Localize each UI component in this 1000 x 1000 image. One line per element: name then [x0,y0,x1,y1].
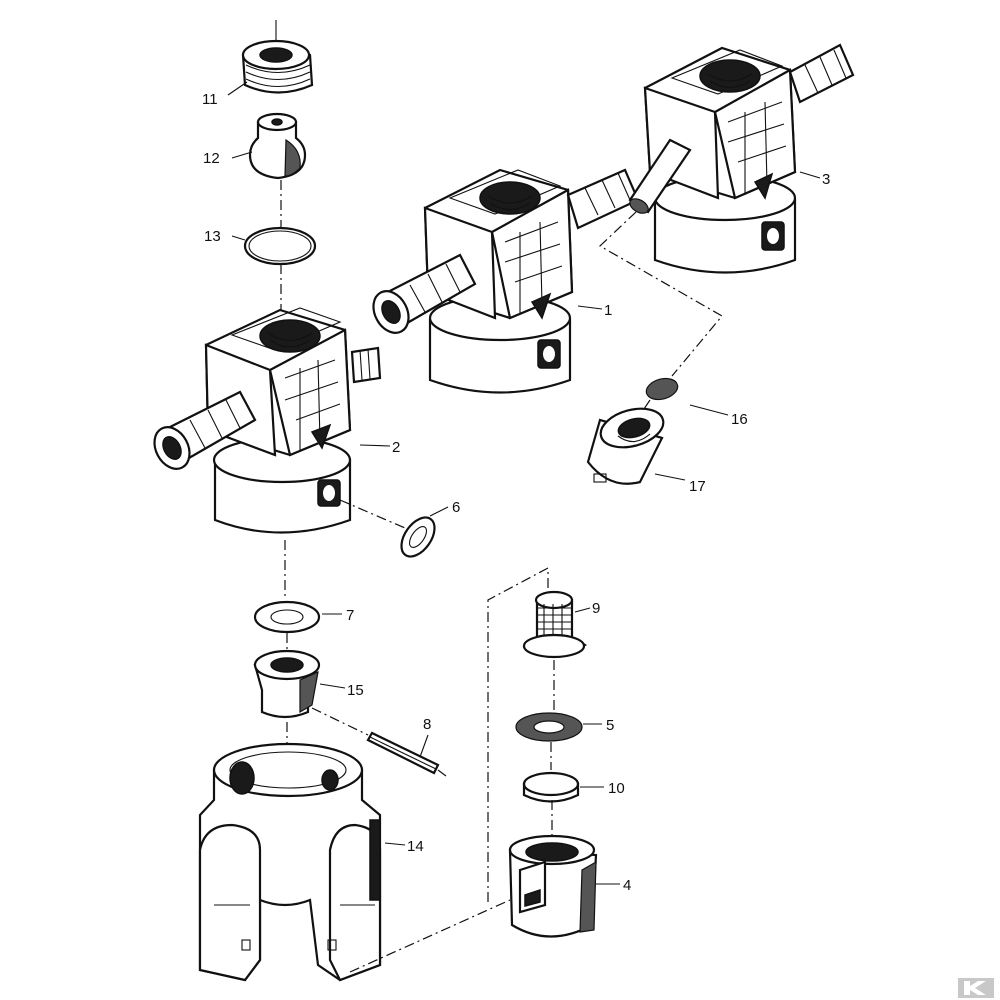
brand-logo-mark [958,978,994,998]
part-1-nozzle-body [372,168,640,394]
label-13: 13 [204,228,221,245]
label-4: 4 [623,877,631,894]
part-12-nozzle-insert [248,112,307,180]
part-17-threaded-cap [586,407,665,485]
part-11-threaded-cap [241,20,314,94]
label-9: 9 [592,600,600,617]
label-10: 10 [608,780,625,797]
label-14: 14 [407,838,424,855]
part-7-ring [253,600,321,634]
label-1: 1 [604,302,612,319]
label-17: 17 [689,478,706,495]
part-4-nozzle-cap [508,834,598,938]
label-8: 8 [423,716,431,733]
part-13-o-ring [243,226,317,266]
label-11: 11 [202,91,218,108]
label-15: 15 [347,682,364,699]
part-6-washer [400,516,436,558]
part-9-strainer [522,590,588,659]
part-14-bayonet-holder [198,742,382,982]
label-5: 5 [606,717,614,734]
part-15-bushing [253,649,321,719]
part-8-pin [366,731,440,775]
part-5-washer [515,712,583,742]
label-7: 7 [346,607,354,624]
part-10-disc [522,771,580,803]
part-2-nozzle-body [153,307,382,534]
label-16: 16 [731,411,748,428]
part-3-nozzle-body [628,43,855,274]
part-16-filter-disc [645,377,679,401]
label-6: 6 [452,499,460,516]
label-2: 2 [392,439,400,456]
label-3: 3 [822,171,830,188]
label-12: 12 [203,150,220,167]
